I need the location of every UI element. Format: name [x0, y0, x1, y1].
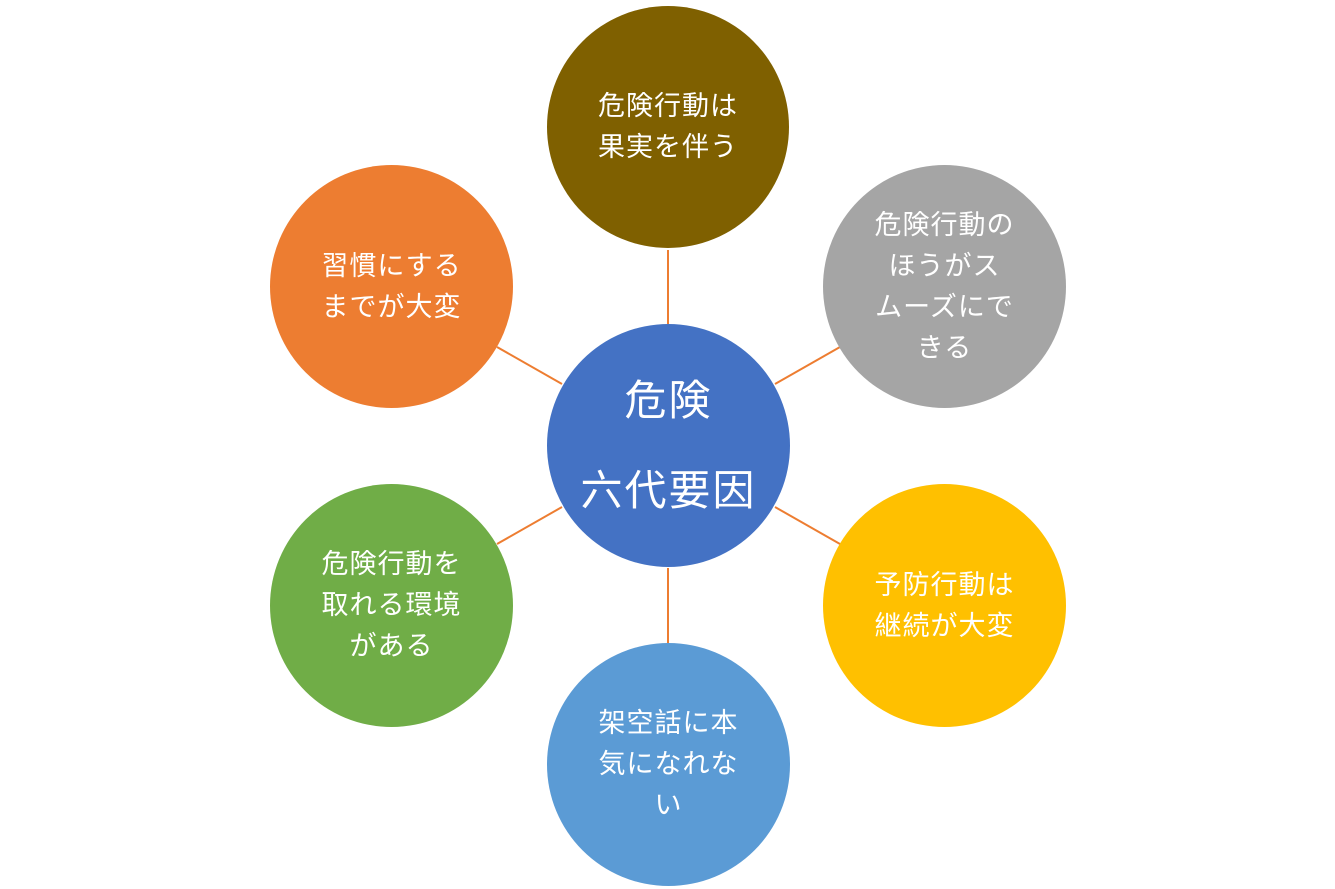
- connector-lower-right: [774, 506, 841, 545]
- factor-label-line: 継続が大変: [874, 610, 1015, 642]
- factor-label: 予防行動は 継続が大変: [875, 565, 1015, 647]
- factor-label: 架空話に本 気になれな い: [599, 703, 739, 826]
- factor-label-line: ムーズにで: [875, 291, 1014, 323]
- connector-upper-left: [496, 346, 563, 385]
- factor-label-line: 果実を伴う: [598, 132, 738, 163]
- factor-label-line: 習慣にする: [321, 250, 462, 282]
- factor-node-lower-left: 危険行動を 取れる環境 がある: [270, 484, 513, 727]
- center-label-line-1: 危険: [624, 375, 713, 425]
- factor-label-line: 取れる環境: [321, 590, 462, 621]
- factor-label-line: がある: [349, 631, 434, 662]
- factor-label-line: きる: [916, 332, 973, 364]
- factor-label-line: 危険行動を: [321, 549, 462, 580]
- factor-label-line: い: [654, 790, 683, 821]
- factor-label: 危険行動は 果実を伴う: [598, 86, 738, 168]
- factor-node-top: 危険行動は 果実を伴う: [547, 6, 789, 248]
- connector-upper-right: [774, 346, 841, 385]
- factor-label: 習慣にする までが大変: [321, 246, 461, 328]
- center-node: 危険 六代要因: [547, 324, 790, 567]
- factor-label-line: 予防行動は: [874, 569, 1015, 601]
- factor-label-line: 危険行動は: [598, 91, 738, 122]
- factor-label: 危険行動の ほうがス ムーズにで きる: [875, 205, 1015, 369]
- factor-label-line: までが大変: [321, 291, 462, 323]
- factor-label-line: ほうがス: [888, 250, 1001, 282]
- factor-label-line: 架空話に本: [598, 708, 739, 739]
- center-node-label: 危険 六代要因: [580, 356, 756, 536]
- factor-node-upper-left: 習慣にする までが大変: [270, 165, 513, 408]
- connector-lower-left: [496, 506, 563, 545]
- factor-node-upper-right: 危険行動の ほうがス ムーズにで きる: [823, 165, 1066, 408]
- factor-node-lower-right: 予防行動は 継続が大変: [823, 484, 1066, 727]
- factor-label-line: 気になれな: [598, 749, 739, 780]
- center-label-line-2: 六代要因: [580, 465, 757, 515]
- factor-label-line: 危険行動の: [874, 209, 1015, 241]
- factor-node-bottom: 架空話に本 気になれな い: [547, 643, 790, 886]
- factor-label: 危険行動を 取れる環境 がある: [322, 544, 462, 667]
